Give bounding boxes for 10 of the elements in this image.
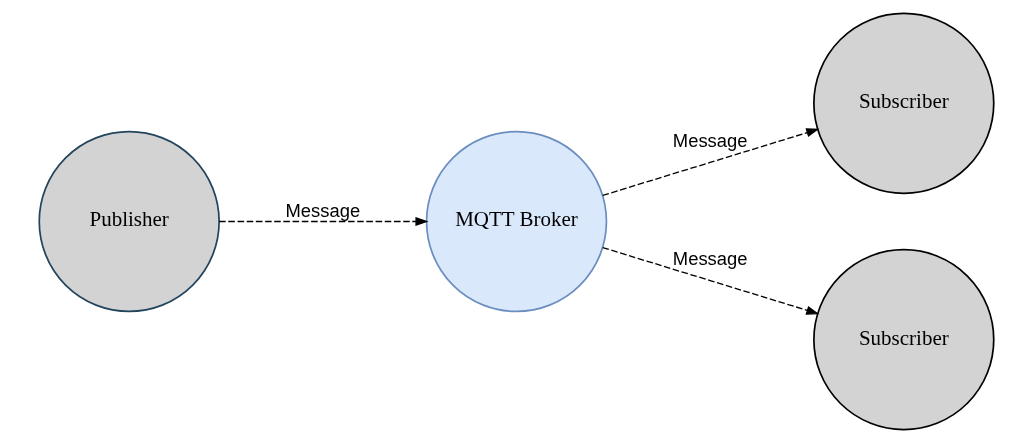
- arrow: [218, 216, 429, 227]
- edge-label: Message: [672, 248, 747, 270]
- arrow: [601, 128, 819, 197]
- node-circle: MQTT Broker: [425, 130, 607, 313]
- node-circle: Publisher: [37, 130, 220, 313]
- node-circle: Subscriber: [812, 12, 995, 195]
- edge-label: Message: [672, 129, 747, 151]
- node-circle: Subscriber: [812, 248, 995, 431]
- edge-label: Message: [285, 199, 360, 221]
- arrow: [601, 246, 819, 315]
